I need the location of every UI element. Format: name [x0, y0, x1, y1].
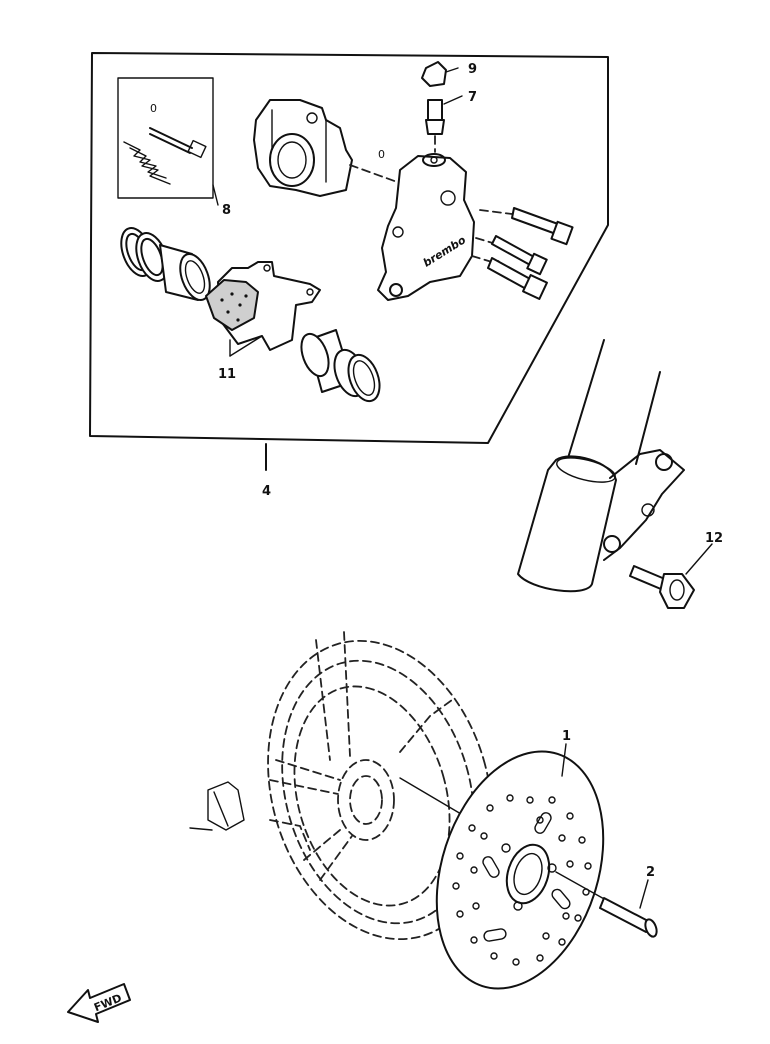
fork-leg	[517, 339, 685, 593]
disc-bolt	[555, 871, 658, 938]
bleed-screw-cap	[421, 61, 459, 87]
brake-pads	[205, 261, 321, 357]
svg-text:0: 0	[150, 102, 157, 115]
callout-12: 12	[705, 531, 723, 546]
callout-2: 2	[646, 865, 655, 880]
disc-leader	[561, 743, 567, 777]
callout-8: 8	[222, 203, 231, 218]
callout-1: 1	[562, 729, 571, 744]
piston-seals-left	[120, 227, 169, 282]
caliper-assembly-frame	[89, 52, 609, 471]
wheel-phantom	[267, 631, 493, 941]
piston-left	[159, 244, 211, 301]
callout-4: 4	[262, 484, 271, 499]
callout-7: 7	[468, 90, 477, 105]
callout-labels: 9 7 8 11 4 12 1 2	[218, 62, 723, 880]
brake-disc	[399, 750, 605, 990]
seal-kit-inset: 0	[117, 77, 219, 206]
svg-text:0: 0	[378, 148, 385, 161]
alignment-line-caliper	[349, 164, 401, 184]
axle-spacer	[189, 781, 245, 831]
caliper-half-front: brembo	[377, 153, 475, 301]
caliper-half-rear	[253, 99, 353, 197]
piston-right	[300, 329, 381, 403]
caliper-mount-bolt	[629, 543, 713, 609]
callout-11: 11	[218, 367, 236, 382]
caliper-bolts	[471, 207, 574, 300]
bleed-screw	[425, 95, 463, 135]
callout-9: 9	[468, 62, 477, 77]
fwd-arrow-icon: FWD	[67, 983, 131, 1023]
